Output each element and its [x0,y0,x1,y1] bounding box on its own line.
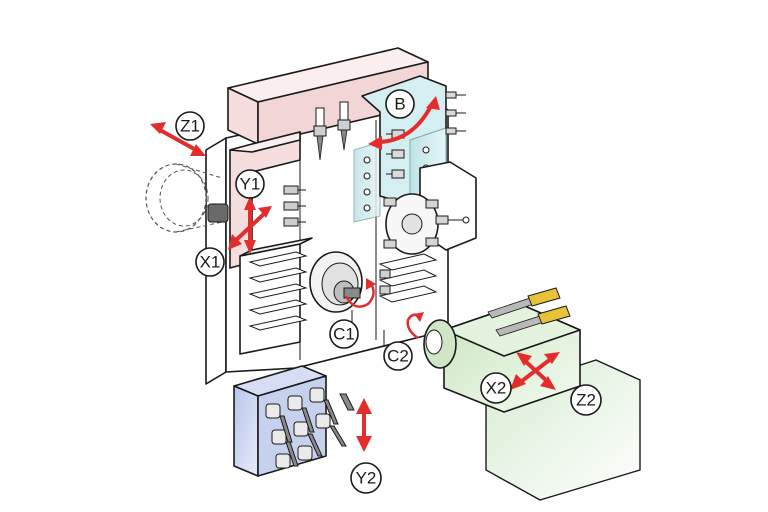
axis-label-z2-text: Z2 [576,391,596,410]
axis-label-c2-text: C2 [387,347,409,366]
axis-label-b: B [385,89,415,119]
axis-label-z1: Z1 [175,111,205,141]
upper-turret [227,47,429,269]
axis-label-y1-text: Y1 [240,175,261,194]
main-spindle [145,163,229,233]
axis-label-z1-text: Z1 [180,117,200,136]
lower-turret [233,365,355,477]
axis-label-z2: Z2 [570,384,602,416]
axis-label-x1-text: X1 [200,253,221,272]
right-turret [353,75,477,303]
radial-tools [383,193,470,255]
axis-label-x2: X2 [480,372,512,404]
right-gang-tools [378,253,438,303]
center-spindle [309,251,363,330]
z1-arrow [150,122,206,156]
y2-arrow [356,398,372,452]
x2-z2-cross-arrow [510,352,560,390]
b-rotation-arrow [368,96,440,150]
upper-tools [283,101,351,227]
axis-label-c2: C2 [383,341,413,371]
axis-arrows [150,96,560,452]
axis-label-x2-text: X2 [486,379,507,398]
gang-tool-block [239,237,313,355]
lower-turret-tools [265,387,355,469]
x1-y1-cross-arrow [228,196,272,254]
axis-label-y2-text: Y2 [356,469,377,488]
axis-label-c1: C1 [329,319,359,349]
tool-bits [487,287,571,337]
axis-label-y2: Y2 [350,462,382,494]
axis-label-c1-text: C1 [333,325,355,344]
axis-label-b-text: B [394,95,405,114]
c2-rotation-arrow [406,312,424,340]
sub-spindle [423,287,641,501]
axis-label-y1: Y1 [235,169,265,199]
axis-label-x1: X1 [195,247,225,277]
c1-rotation-arrow [344,278,376,308]
